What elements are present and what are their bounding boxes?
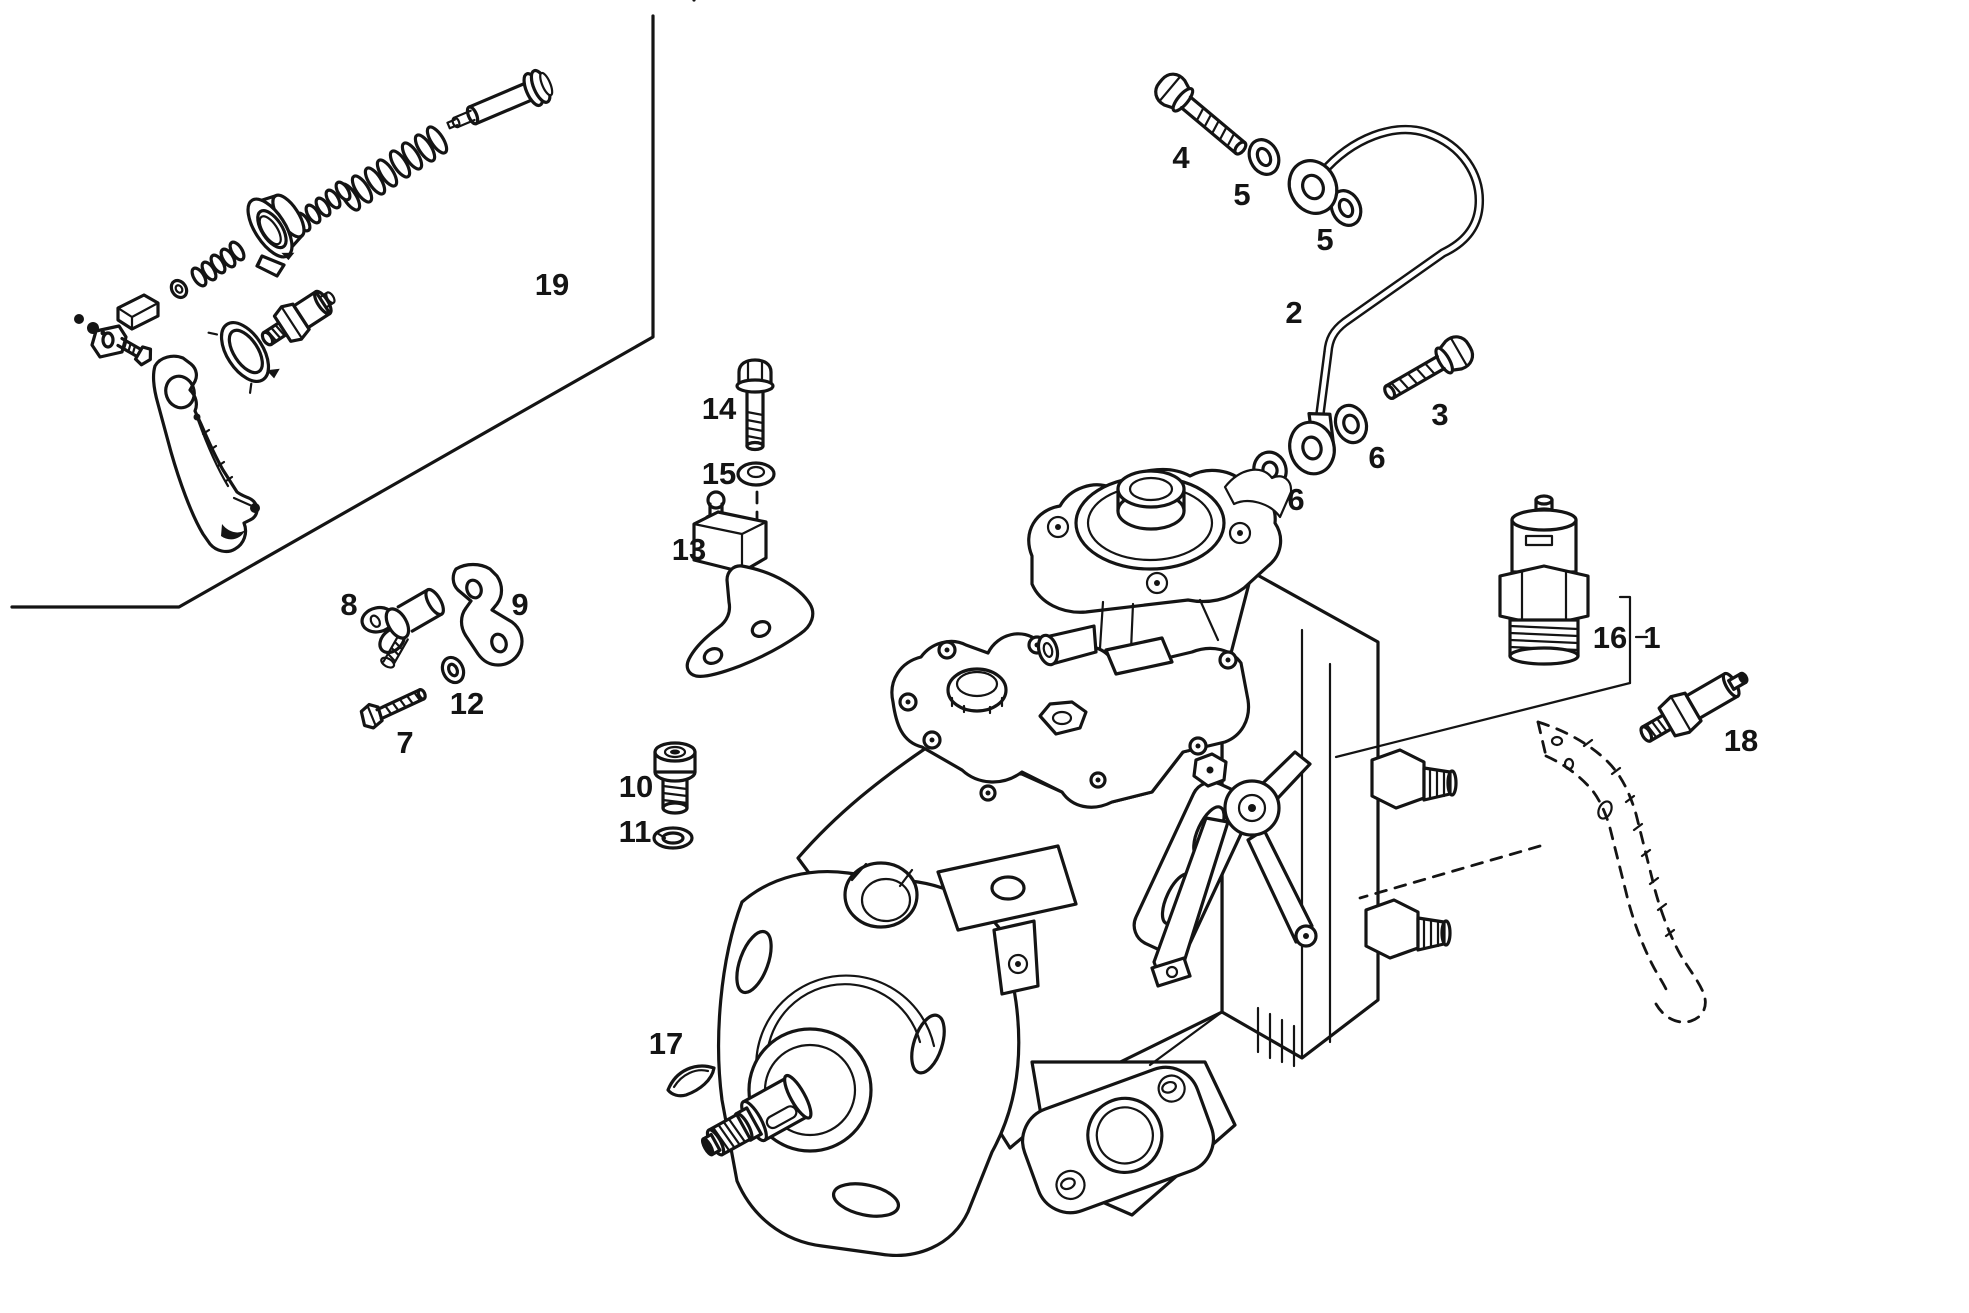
banjo-eye-lower: [1288, 412, 1336, 476]
part-8-valve: [360, 587, 445, 669]
callout-10: 10: [619, 769, 653, 804]
part-12-washer: [440, 655, 466, 685]
part-6-washer: [1333, 403, 1369, 445]
flange-slot: [910, 1013, 946, 1075]
callout-8: 8: [340, 587, 357, 622]
part-2-fuel-pipe-assembly: [1154, 72, 1485, 490]
part-15-washer: [736, 461, 776, 487]
valve-piece: [260, 289, 336, 347]
callout-4: 4: [1172, 140, 1190, 175]
spring-middle: [190, 240, 246, 288]
part-13-bracket: [685, 490, 815, 678]
part-17-key: [666, 1064, 716, 1098]
callout-7: 7: [396, 725, 413, 760]
neck-block: [1104, 636, 1174, 676]
flange-slot: [831, 1182, 901, 1218]
callout-2: 2: [1285, 295, 1302, 330]
callout-17: 17: [649, 1026, 683, 1061]
callout-1: 1: [1643, 620, 1660, 655]
governor-lever: [1150, 750, 1318, 988]
slide-block: [116, 0, 696, 331]
callout-9: 9: [511, 587, 528, 622]
pivot-boss: [1036, 624, 1098, 667]
callout-15: 15: [702, 456, 736, 491]
hub-ring-outer: [755, 974, 936, 1102]
hex-cap-plug: [946, 667, 1008, 715]
callout-16: 16: [1593, 620, 1627, 655]
callout-16-1-bracket: [1334, 595, 1649, 759]
part-5-washer: [1329, 189, 1363, 227]
part-4-banjo-bolt: [1154, 72, 1248, 156]
governor-cover: [1027, 467, 1293, 614]
callout-5b: 5: [1316, 222, 1333, 257]
callout-labels: 1 2 3 4 5 5 6 6 7 8 9 10 11 12 13 14 15 …: [340, 140, 1758, 1061]
flanged-bushing: [246, 193, 306, 261]
region-19-boundary: [10, 14, 655, 609]
callout-18: 18: [1724, 723, 1758, 758]
callout-11: 11: [619, 814, 652, 849]
injection-pump-body: [700, 467, 1458, 1257]
callout-6b: 6: [1287, 482, 1304, 517]
flange-ring: [207, 321, 280, 394]
part-10-plug-bolt: [653, 741, 697, 815]
side-boss: [843, 861, 919, 929]
part-5-washer: [1247, 138, 1281, 176]
spring-large: [338, 125, 449, 212]
small-bolt: [116, 336, 153, 367]
part-11-washer: [652, 826, 694, 850]
callout-12: 12: [450, 686, 484, 721]
callout-3: 3: [1431, 397, 1448, 432]
leader-line: [1334, 681, 1632, 759]
tiny-washer: [169, 278, 189, 300]
callout-5a: 5: [1233, 177, 1250, 212]
outlet-port-lower: [1364, 898, 1452, 960]
part-14-bolt: [735, 358, 775, 452]
part-18-sensor: [1639, 671, 1749, 743]
part-3-bolt: [1383, 335, 1475, 400]
hidden-bracket-dashed: [1358, 720, 1707, 1024]
cone-pin: [255, 254, 286, 278]
flange-slot: [735, 929, 773, 995]
pin: [446, 68, 554, 130]
callout-14: 14: [702, 391, 737, 426]
part-19-assembly: [74, 0, 696, 554]
banjo-eye-upper: [1287, 159, 1339, 215]
part-16-solenoid: [1498, 494, 1590, 666]
callout-19: 19: [535, 267, 569, 302]
bottom-boss-face: [1021, 1065, 1215, 1215]
callout-6a: 6: [1368, 440, 1385, 475]
part-7-bolt: [359, 688, 427, 730]
bead: [74, 314, 84, 324]
leader-line-dashed: [1358, 844, 1542, 900]
drive-shaft: [700, 1073, 813, 1157]
hex-nut: [1038, 700, 1088, 736]
part-9-bracket: [451, 562, 524, 667]
outlet-port-upper: [1370, 748, 1458, 810]
bracket-plate: [151, 354, 260, 554]
callout-13: 13: [672, 532, 706, 567]
front-bracket: [936, 844, 1078, 996]
drive-flange: [717, 869, 1021, 1257]
lever-plate: [90, 324, 128, 359]
